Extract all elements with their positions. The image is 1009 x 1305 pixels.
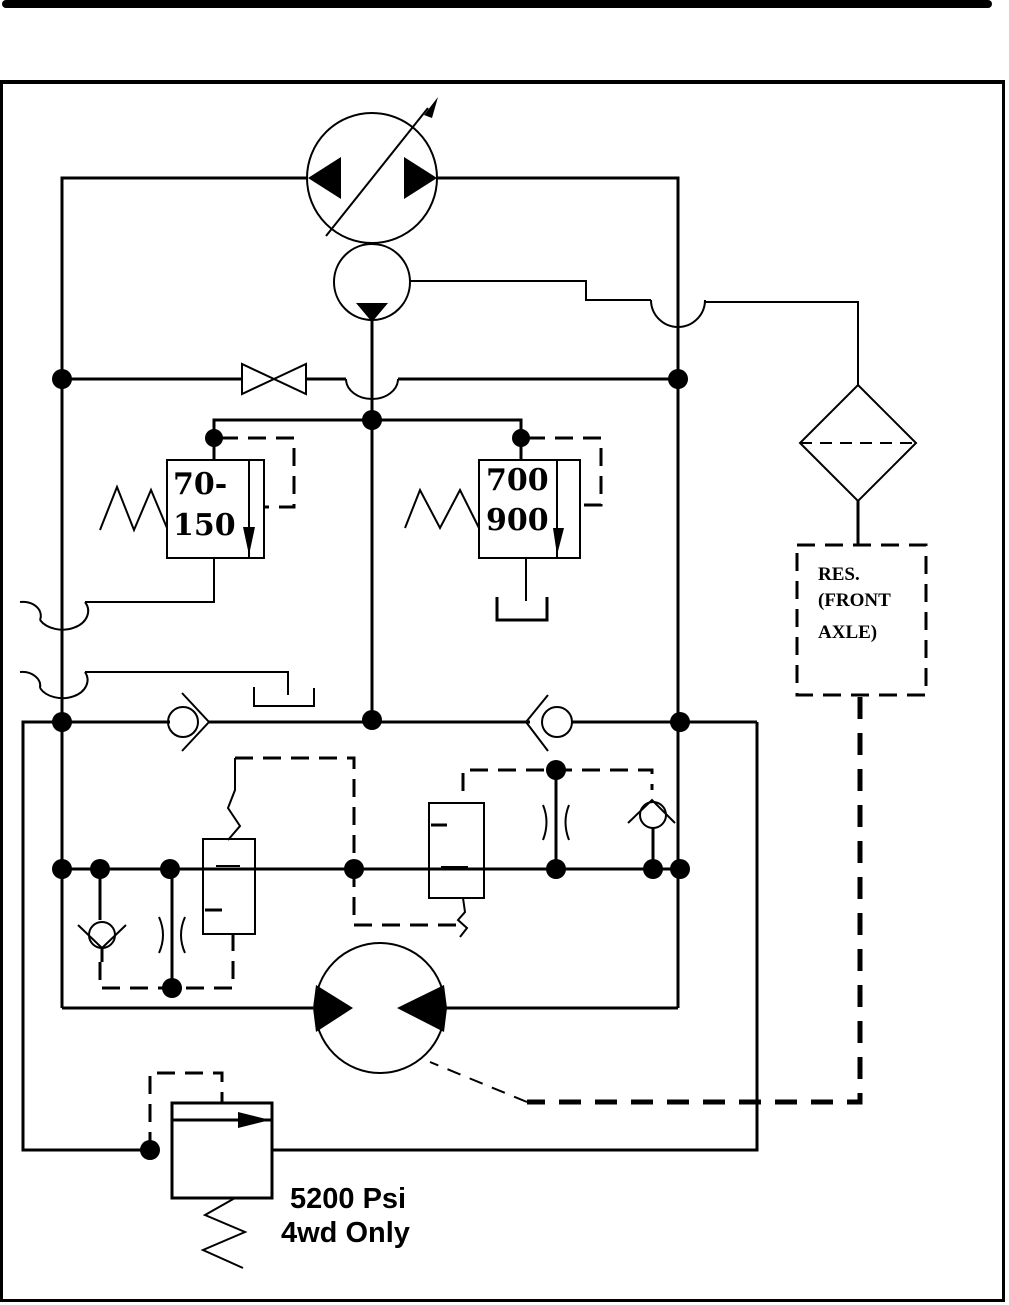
filter-icon xyxy=(800,385,916,545)
relief-valve-high-label-1: 700 xyxy=(486,463,549,498)
sequence-valve-label-1: 5200 Psi xyxy=(290,1183,406,1215)
drain-line xyxy=(20,672,314,706)
check-valve-line xyxy=(23,693,757,1150)
reservoir-label-2: (FRONT xyxy=(818,590,891,611)
bypass-line xyxy=(62,364,678,399)
supply-lines xyxy=(62,178,858,1008)
main-pump-icon xyxy=(307,97,438,243)
sequence-valve: 5200 Psi 4wd Only xyxy=(150,1073,410,1268)
relief-valve-low-label-1: 70- xyxy=(173,467,227,502)
brake-circuit xyxy=(62,758,678,988)
charge-pump-icon xyxy=(334,244,410,322)
relief-valve-high: 700 900 xyxy=(405,438,601,620)
reservoir-label-1: RES. xyxy=(818,564,860,585)
reservoir-label-3: AXLE) xyxy=(818,622,877,643)
relief-valve-low-label-2: 150 xyxy=(173,508,236,543)
sequence-valve-label-2: 4wd Only xyxy=(281,1217,410,1249)
relief-valve-high-label-2: 900 xyxy=(486,503,549,538)
motor-icon xyxy=(62,943,678,1073)
